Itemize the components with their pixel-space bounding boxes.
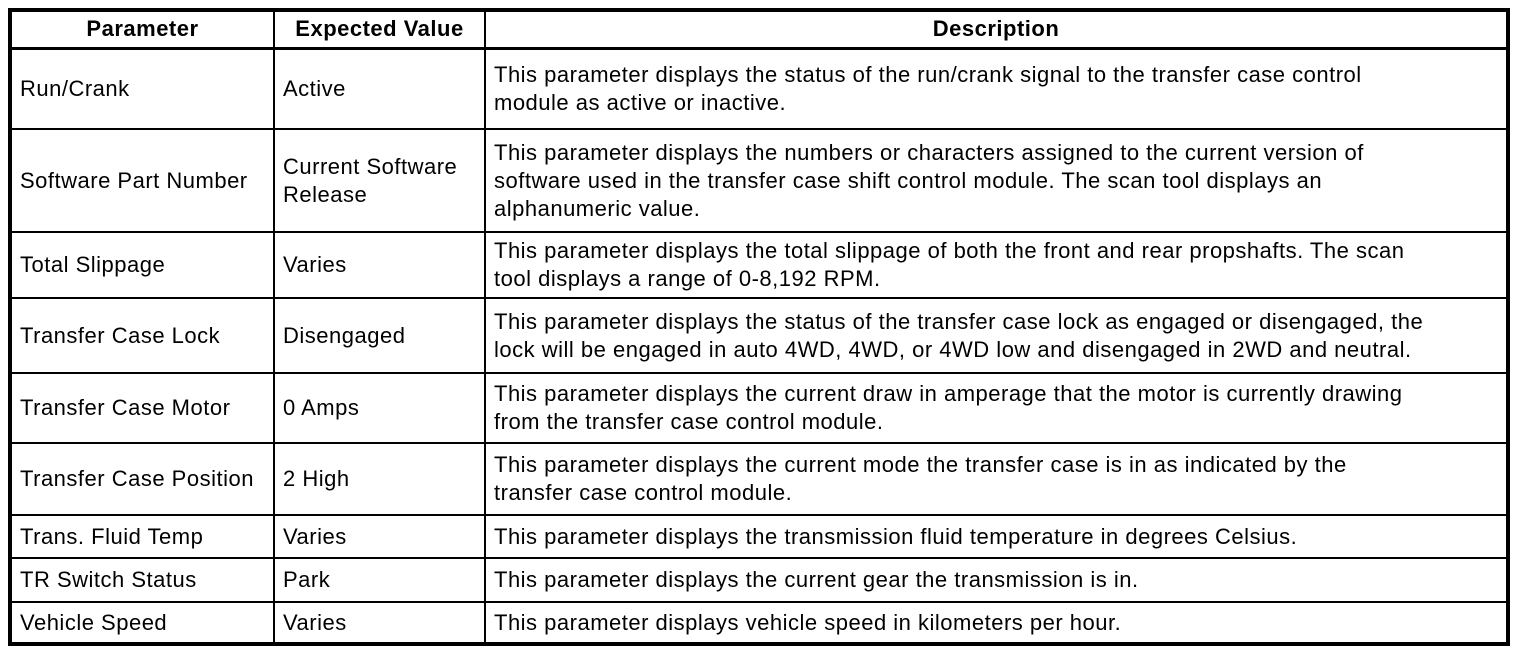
description-cell: This parameter displays the status of th…	[484, 47, 1509, 130]
parameter-cell: Software Part Number	[9, 128, 275, 233]
description-cell: This parameter displays the current draw…	[484, 372, 1509, 444]
parameter-cell: Total Slippage	[9, 231, 275, 299]
parameter-cell: Vehicle Speed	[9, 601, 275, 645]
description-cell: This parameter displays the current mode…	[484, 442, 1509, 516]
table-header: Parameter Expected Value Description	[9, 9, 1509, 50]
column-header-parameter: Parameter	[9, 9, 275, 50]
expected-value-cell: Disengaged	[273, 297, 486, 374]
parameter-cell: Transfer Case Lock	[9, 297, 275, 374]
parameter-cell: Run/Crank	[9, 47, 275, 130]
description-cell: This parameter displays the total slippa…	[484, 231, 1509, 299]
description-cell: This parameter displays vehicle speed in…	[484, 601, 1509, 645]
parameter-cell: TR Switch Status	[9, 557, 275, 603]
expected-value-cell: Varies	[273, 231, 486, 299]
parameter-cell: Transfer Case Position	[9, 442, 275, 516]
expected-value-cell: Varies	[273, 514, 486, 559]
column-header-expected-value: Expected Value	[273, 9, 486, 50]
parameter-table: Parameter Expected Value Description Run…	[8, 8, 1510, 646]
expected-value-cell: Current Software Release	[273, 128, 486, 233]
description-cell: This parameter displays the transmission…	[484, 514, 1509, 559]
header-row: Parameter Expected Value Description	[9, 9, 1509, 50]
expected-value-cell: 0 Amps	[273, 372, 486, 444]
expected-value-cell: Active	[273, 47, 486, 130]
description-cell: This parameter displays the numbers or c…	[484, 128, 1509, 233]
expected-value-cell: Varies	[273, 601, 486, 645]
expected-value-cell: 2 High	[273, 442, 486, 516]
parameter-cell: Transfer Case Motor	[9, 372, 275, 444]
description-cell: This parameter displays the status of th…	[484, 297, 1509, 374]
parameter-cell: Trans. Fluid Temp	[9, 514, 275, 559]
expected-value-cell: Park	[273, 557, 486, 603]
description-cell: This parameter displays the current gear…	[484, 557, 1509, 603]
column-header-description: Description	[484, 9, 1509, 50]
